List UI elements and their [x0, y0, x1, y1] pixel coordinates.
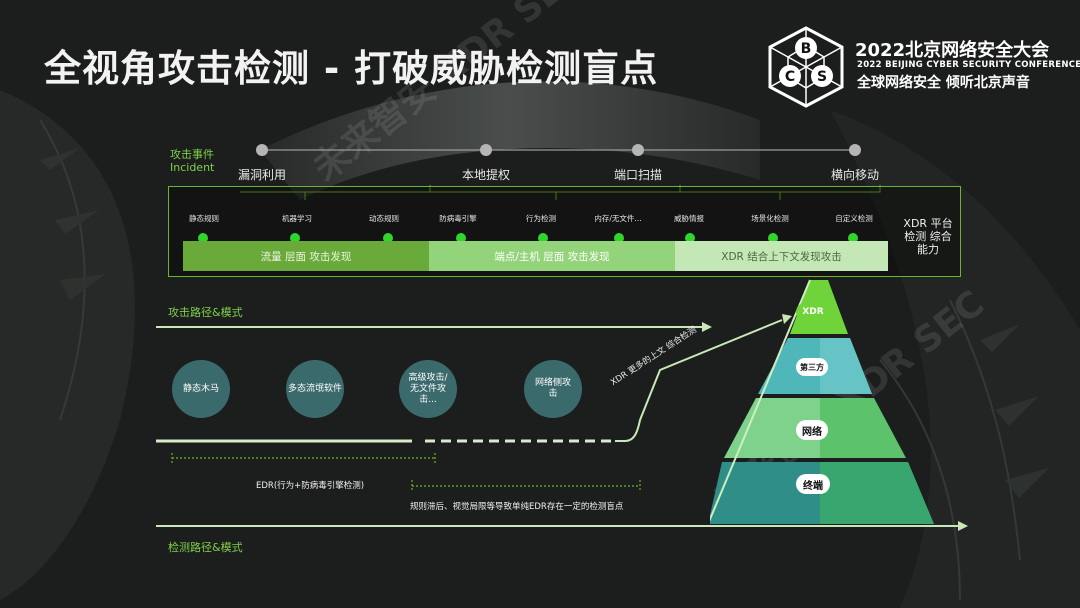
technique-dot [685, 233, 695, 243]
technique-label: 静态规则 [189, 214, 219, 223]
conference-title: 2022北京网络安全大会 [855, 40, 1050, 61]
technique-dot [848, 233, 858, 243]
xdr-capability-caption: XDR 平台检测 综合能力 [903, 217, 953, 256]
incident-timeline [240, 144, 881, 200]
threat-static-trojan: 静态木马 [172, 360, 230, 418]
technique-label: 防病毒引擎 [439, 214, 477, 223]
paths-and-arrows [156, 314, 968, 531]
stage-label: 横向移动 [830, 168, 880, 182]
technique-label: 行为检测 [526, 214, 556, 223]
stage-dot [632, 144, 644, 156]
band-traffic: 流量 层面 攻击发现 [183, 241, 429, 271]
pyramid-label-endpoint: 终端 [796, 474, 830, 494]
edr-note: EDR(行为+防病毒引擎检测) [256, 481, 365, 491]
technique-dot [290, 233, 300, 243]
band-endpoint: 端点/主机 层面 攻击发现 [429, 241, 675, 271]
page-title: 全视角攻击检测 - 打破威胁检测盲点 [44, 47, 659, 90]
stage-label: 本地提权 [461, 168, 511, 182]
incident-label-en: Incident [170, 161, 215, 174]
incident-label: 攻击事件 Incident [170, 148, 214, 174]
attack-path-label: 攻击路径&模式 [168, 306, 243, 319]
stage-label: 漏洞利用 [237, 168, 287, 182]
threat-fileless-attack: 高级攻击/无文件攻击... [399, 360, 457, 418]
conference-title-en: 2022 BEIJING CYBER SECURITY CONFERENCE [857, 60, 1080, 70]
threat-network-attack: 网络侧攻击 [524, 360, 582, 418]
pyramid-label-third-party: 第三方 [796, 358, 828, 376]
pyramid-label-xdr: XDR [796, 303, 830, 321]
threat-polymorphic-malware: 多态流氓软件 [286, 360, 344, 418]
bcs-logo-icon: B C S [768, 26, 844, 108]
stage-dot [849, 144, 861, 156]
logo-letter: S [817, 69, 827, 85]
band-xdr: XDR 结合上下文发现攻击 [675, 241, 888, 271]
technique-dot [383, 233, 393, 243]
technique-label: 机器学习 [282, 214, 312, 223]
logo-letter: B [801, 41, 812, 57]
stage-label: 端口扫描 [613, 168, 663, 182]
technique-dot [198, 233, 208, 243]
pyramid-label-network: 网络 [796, 420, 828, 440]
pyramid [710, 279, 934, 524]
blind-spot-note: 规则滞后、视觉局限等导致单纯EDR存在一定的检测盲点 [410, 502, 624, 512]
technique-label: 内存/无文件... [594, 214, 642, 223]
technique-label: 动态规则 [369, 214, 399, 223]
incident-label-cn: 攻击事件 [170, 148, 214, 161]
detection-path-label: 检测路径&模式 [168, 541, 243, 554]
technique-label: 自定义检测 [835, 214, 873, 223]
technique-dot [768, 233, 778, 243]
stage-dot [480, 144, 492, 156]
conference-slogan: 全球网络安全 倾听北京声音 [857, 75, 1030, 91]
technique-dot [538, 233, 548, 243]
technique-dot [614, 233, 624, 243]
logo-letter: C [785, 69, 795, 85]
technique-label: 场景化检测 [751, 214, 789, 223]
stage-dot [256, 144, 268, 156]
technique-dot [456, 233, 466, 243]
technique-label: 威胁情报 [674, 214, 704, 223]
